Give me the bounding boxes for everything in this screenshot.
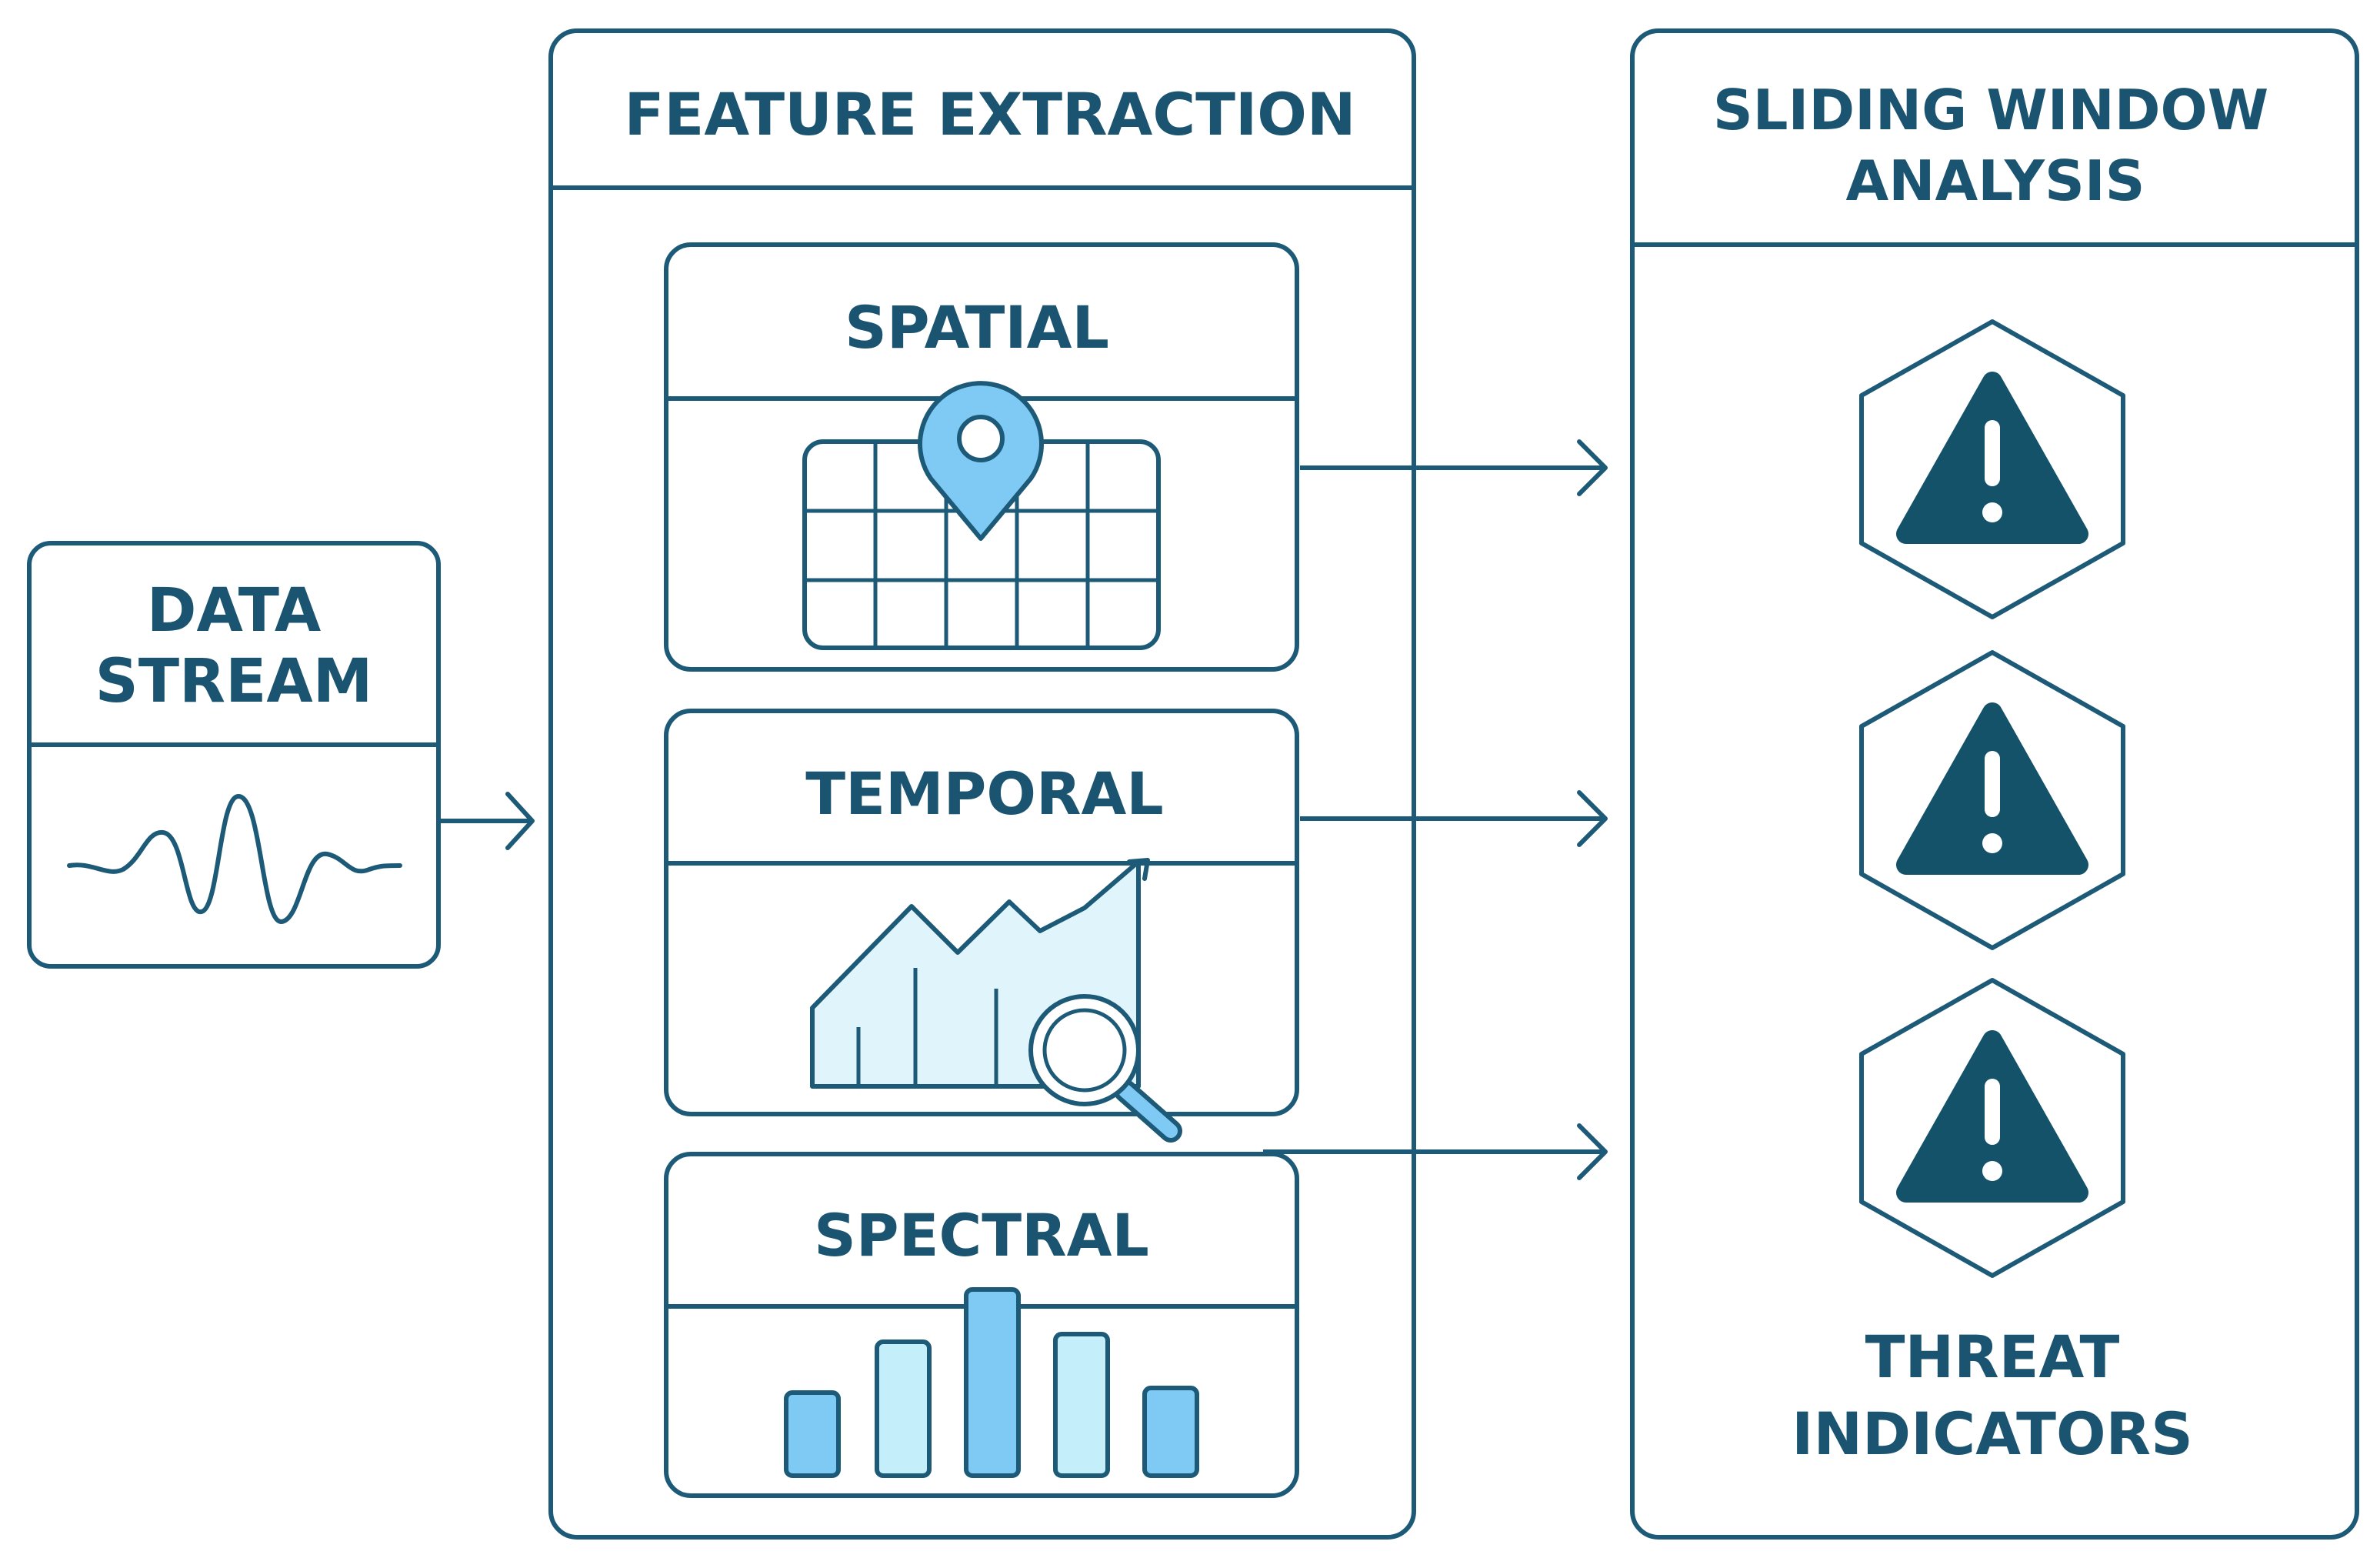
- temporal-card: TEMPORAL: [664, 709, 1299, 1143]
- warning-hexagon-icon: [1859, 978, 2125, 1278]
- data-stream-title-line2: STREAM: [95, 647, 373, 716]
- sliding-window-title-line1: SLIDING WINDOW: [1713, 78, 2268, 142]
- map-pin-icon: [918, 381, 1044, 541]
- spectral-card-title: SPECTRAL: [814, 1201, 1149, 1269]
- threat-indicators-line2: INDICATORS: [1792, 1400, 2193, 1468]
- feature-extraction-title: FEATURE EXTRACTION: [624, 80, 1355, 148]
- spatial-card: SPATIAL: [664, 242, 1299, 672]
- threat-indicators-line1: THREAT: [1865, 1323, 2120, 1391]
- spatial-card-title: SPATIAL: [845, 293, 1109, 362]
- bar-spectrum-icon: [784, 1287, 1199, 1478]
- arrow-to-feature-extraction: [438, 792, 535, 850]
- arrow-temporal-to-analysis: [1300, 790, 1608, 847]
- warning-hexagon-icon: [1859, 319, 2125, 619]
- magnifier-icon: [1028, 994, 1182, 1143]
- map-grid-icon: [802, 439, 1161, 650]
- data-stream-title-line1: DATA: [147, 576, 322, 646]
- arrow-spectral-to-analysis: [1263, 1123, 1608, 1180]
- temporal-card-title: TEMPORAL: [805, 759, 1163, 828]
- sliding-window-title-line2: ANALYSIS: [1845, 148, 2145, 213]
- data-stream-box: DATA STREAM: [27, 541, 441, 969]
- waveform-icon: [67, 794, 402, 924]
- warning-hexagon-icon: [1859, 650, 2125, 950]
- spectral-card: SPECTRAL: [664, 1152, 1299, 1498]
- arrow-spatial-to-analysis: [1300, 439, 1608, 496]
